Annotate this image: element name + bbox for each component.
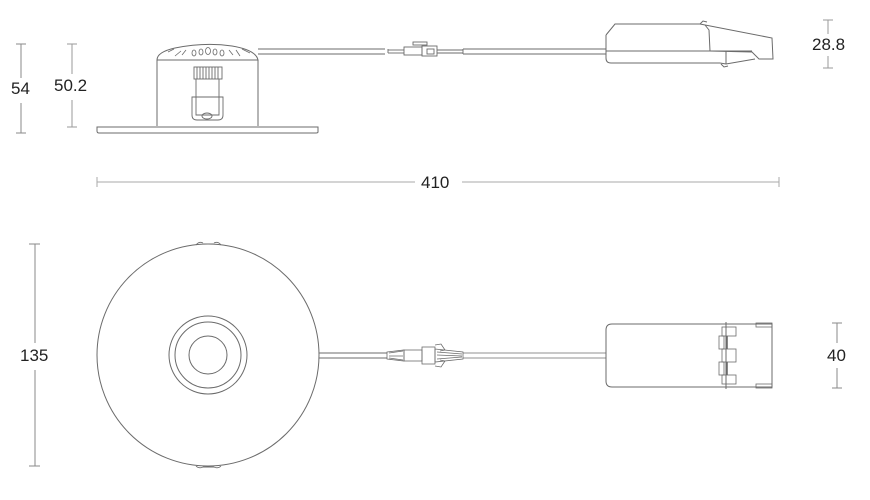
top-view	[29, 241, 842, 469]
spring-clip	[191, 66, 224, 121]
dim-line-54	[16, 43, 26, 134]
dim-line-40	[832, 322, 842, 389]
driver-side	[605, 20, 774, 68]
dim-line-28-8	[823, 19, 833, 69]
dim-line-50-2	[67, 43, 77, 128]
dim-label-overall-height: 54	[9, 79, 32, 99]
side-view	[16, 19, 833, 134]
connector-top	[386, 343, 606, 368]
downlight-side	[96, 43, 385, 134]
dim-line-135	[29, 243, 40, 467]
dim-label-driver-width: 40	[825, 346, 848, 366]
dim-label-driver-height: 28.8	[810, 35, 848, 55]
dim-label-diameter: 135	[18, 346, 51, 366]
driver-top	[605, 322, 773, 389]
connector-side	[387, 41, 606, 57]
dim-label-overall-length: 410	[419, 173, 452, 193]
downlight-top	[96, 241, 387, 469]
dim-line-410	[96, 177, 780, 187]
dim-label-body-height: 50.2	[52, 76, 90, 96]
